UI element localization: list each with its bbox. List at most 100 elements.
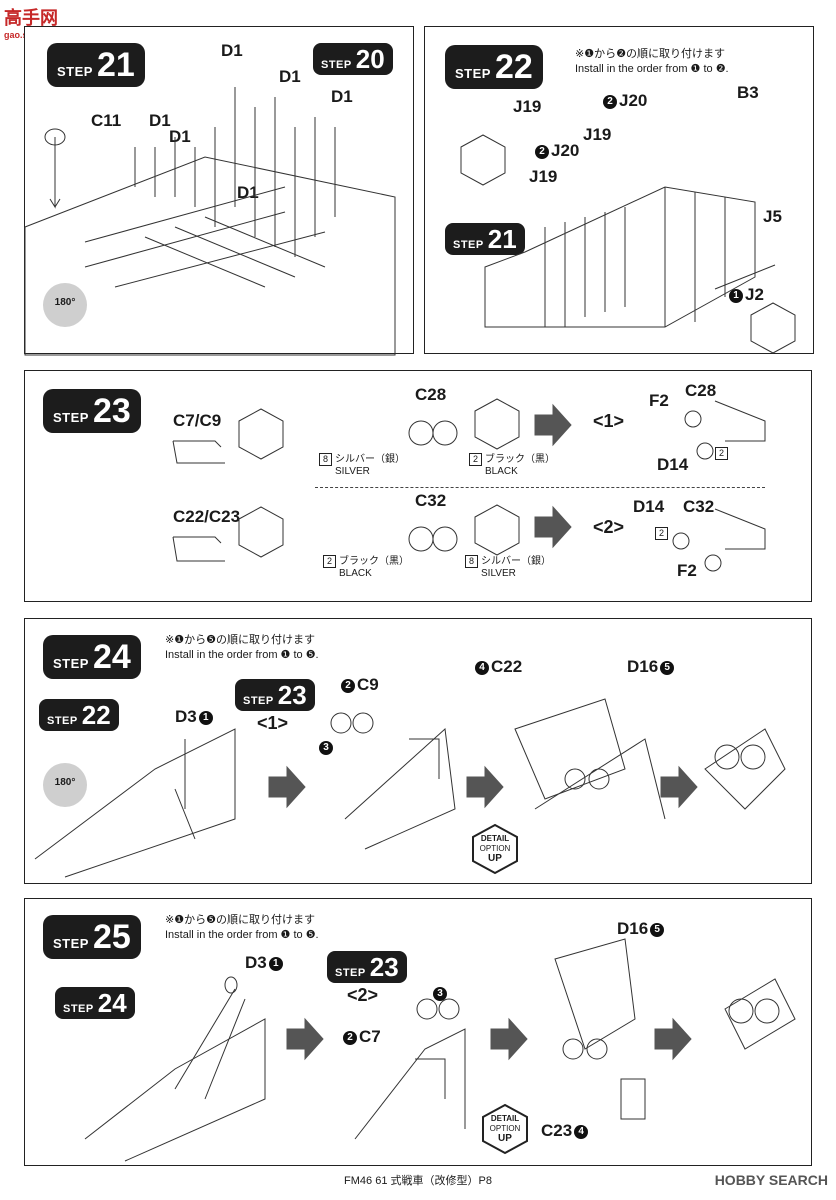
step22-ref-badge: STEP 22 (39, 699, 119, 731)
step-number: 24 (97, 988, 127, 1018)
step-word: STEP (453, 239, 484, 251)
part-label-d1: D1 (279, 67, 301, 86)
part-name: D16 (617, 919, 649, 938)
part-name: J2 (745, 285, 764, 304)
step-word: STEP (57, 64, 93, 79)
arrow-icon (654, 1017, 692, 1061)
step24-drawing (34, 698, 786, 878)
part-label-j19: J19 (513, 97, 542, 116)
paint-black-ref: 2 (655, 527, 671, 540)
part-label-d1: D1 (149, 111, 171, 130)
step25-drawing (84, 938, 796, 1162)
detail-text: DETAIL (490, 1114, 520, 1123)
step22-drawing (460, 134, 796, 354)
part-label-f2: F2 (677, 561, 697, 580)
part-label-c28: C28 (415, 385, 447, 404)
note-en: Install in the order from ❶ to ❷. (575, 63, 729, 75)
step23-ref-badge: STEP 23 (327, 951, 407, 983)
step-word: STEP (455, 66, 491, 81)
paint-jp: シルバー（銀） (335, 454, 405, 465)
step-number: 24 (92, 638, 131, 676)
part-name: J20 (551, 141, 580, 160)
rotate-label: 180° (54, 777, 76, 788)
part-label-b3: B3 (737, 83, 759, 102)
part-label-c32: C32 (415, 491, 447, 510)
step-number: 21 (96, 46, 135, 84)
part-label-d1: D1 (169, 127, 191, 146)
order-number: 1 (729, 288, 743, 303)
paint-en: SILVER (481, 568, 516, 579)
arrow-icon (286, 1017, 324, 1061)
part-label-d14: D14 (633, 497, 665, 516)
step-word: STEP (53, 410, 89, 425)
order-3: 3 (431, 983, 449, 1003)
rotate-180-icon: 180° (43, 763, 87, 807)
part-name: C7 (359, 1027, 381, 1046)
step24-panel: STEP 24 ※❶から❺の順に取り付けます Install in the or… (24, 618, 812, 884)
part-label-j19: J19 (529, 167, 558, 186)
step-word: STEP (335, 967, 366, 979)
step22-badge: STEP 22 (445, 45, 543, 89)
step-word: STEP (63, 1003, 94, 1015)
note-en: Install in the order from ❶ to ❺. (165, 929, 319, 941)
step-number: 25 (92, 918, 131, 956)
arrow-icon (660, 765, 698, 809)
part-label-c32: C32 (683, 497, 715, 516)
step-number: 22 (494, 48, 533, 86)
order-number: 2 (535, 144, 549, 159)
option-text: OPTION (489, 1124, 521, 1133)
up-text: UP (498, 1133, 512, 1144)
order-number: 5 (650, 922, 665, 937)
step-number: 23 (92, 392, 131, 430)
step-word: STEP (53, 936, 89, 951)
paint-black-ref: 2 (715, 447, 731, 460)
step-word: STEP (321, 59, 352, 71)
install-order-note: ※❶から❷の順に取り付けます Install in the order from… (575, 47, 729, 77)
part-label-j5: J5 (763, 207, 782, 226)
step23-badge: STEP 23 (43, 389, 141, 433)
part-name: D3 (175, 707, 197, 726)
detail-up-badge: DETAIL OPTION UP (482, 1103, 528, 1155)
sub-assembly-label: <2> (593, 517, 625, 537)
paint-jp: シルバー（銀） (481, 556, 551, 567)
order-number: 2 (343, 1030, 357, 1045)
paint-en: SILVER (335, 466, 370, 477)
order-number: 5 (660, 660, 675, 675)
part-label-f2: F2 (649, 391, 669, 410)
up-text: UP (488, 853, 502, 864)
order-number: 2 (603, 94, 617, 109)
part-label-j19: J19 (583, 125, 612, 144)
step23-drawing (172, 398, 766, 572)
step24-badge: STEP 24 (43, 635, 141, 679)
arrow-icon (490, 1017, 528, 1061)
sub-assembly-label: <1> (257, 713, 289, 733)
order-number: 3 (319, 740, 333, 755)
watermark-title: 高手网 (4, 8, 58, 28)
step-number: 23 (369, 952, 399, 982)
watermark-hobbysearch: HOBBY SEARCH (714, 1172, 828, 1188)
part-name: J20 (619, 91, 648, 110)
part-label-d1: D1 (331, 87, 353, 106)
part-label-d1: D1 (221, 41, 243, 60)
paint-jp: ブラック（黒） (339, 556, 409, 567)
step-word: STEP (53, 656, 89, 671)
sub-assembly-label: <1> (593, 411, 625, 431)
part-label-c28: C28 (685, 381, 717, 400)
order-number: 3 (433, 986, 447, 1001)
step21-badge: STEP 21 (47, 43, 145, 87)
step22-panel: STEP 22 ※❶から❷の順に取り付けます Install in the or… (424, 26, 814, 354)
arrow-icon (534, 505, 572, 549)
row-divider (315, 487, 765, 488)
